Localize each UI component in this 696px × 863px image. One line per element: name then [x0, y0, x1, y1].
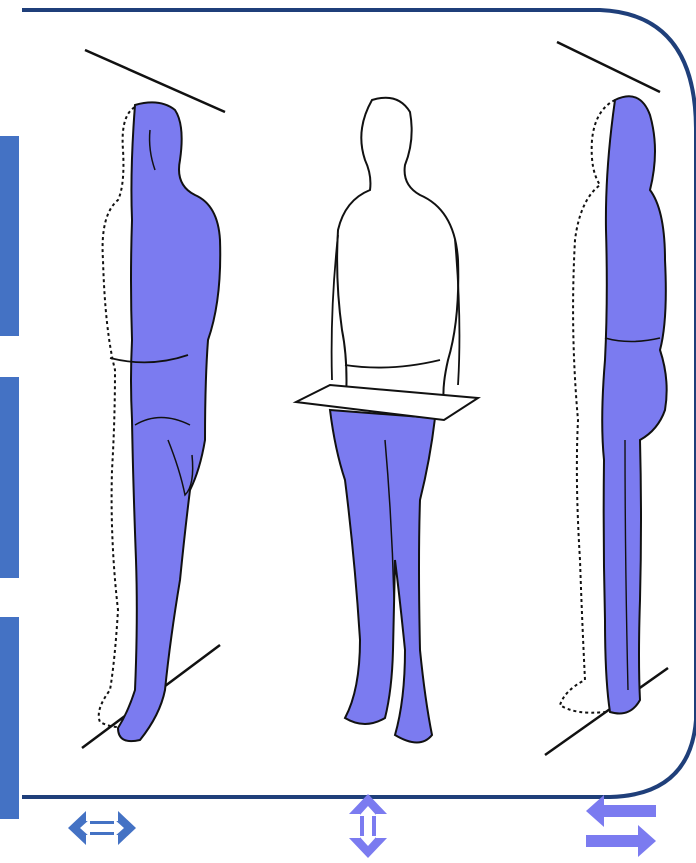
left-right-arrow-icon [66, 808, 138, 848]
frontal-plane-figure [545, 42, 668, 755]
transverse-plane-figure [296, 98, 478, 743]
swap-arrows-icon [584, 793, 658, 859]
plane-edge-line [557, 42, 660, 92]
sagittal-plane-figure [82, 50, 225, 748]
up-down-arrow-icon [347, 792, 389, 860]
